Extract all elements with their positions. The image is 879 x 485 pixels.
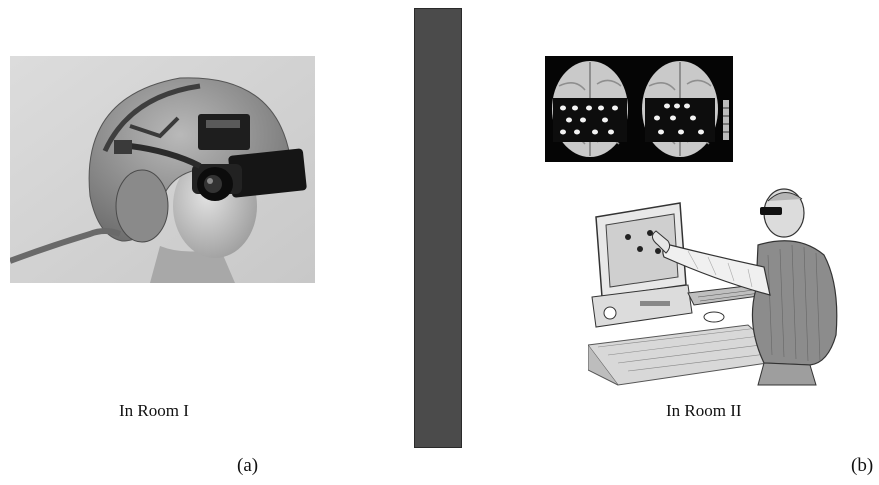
- room-i-caption: In Room I: [119, 401, 189, 420]
- brain-scan-image: [545, 56, 733, 162]
- panel-label-b: (b): [851, 455, 874, 476]
- room-divider-bar: [414, 8, 462, 448]
- panel-label-a: (a): [237, 455, 259, 476]
- room-ii-caption: In Room II: [666, 401, 742, 420]
- computer-user-illustration: [588, 185, 844, 387]
- helmet-camera-photo: [10, 56, 315, 283]
